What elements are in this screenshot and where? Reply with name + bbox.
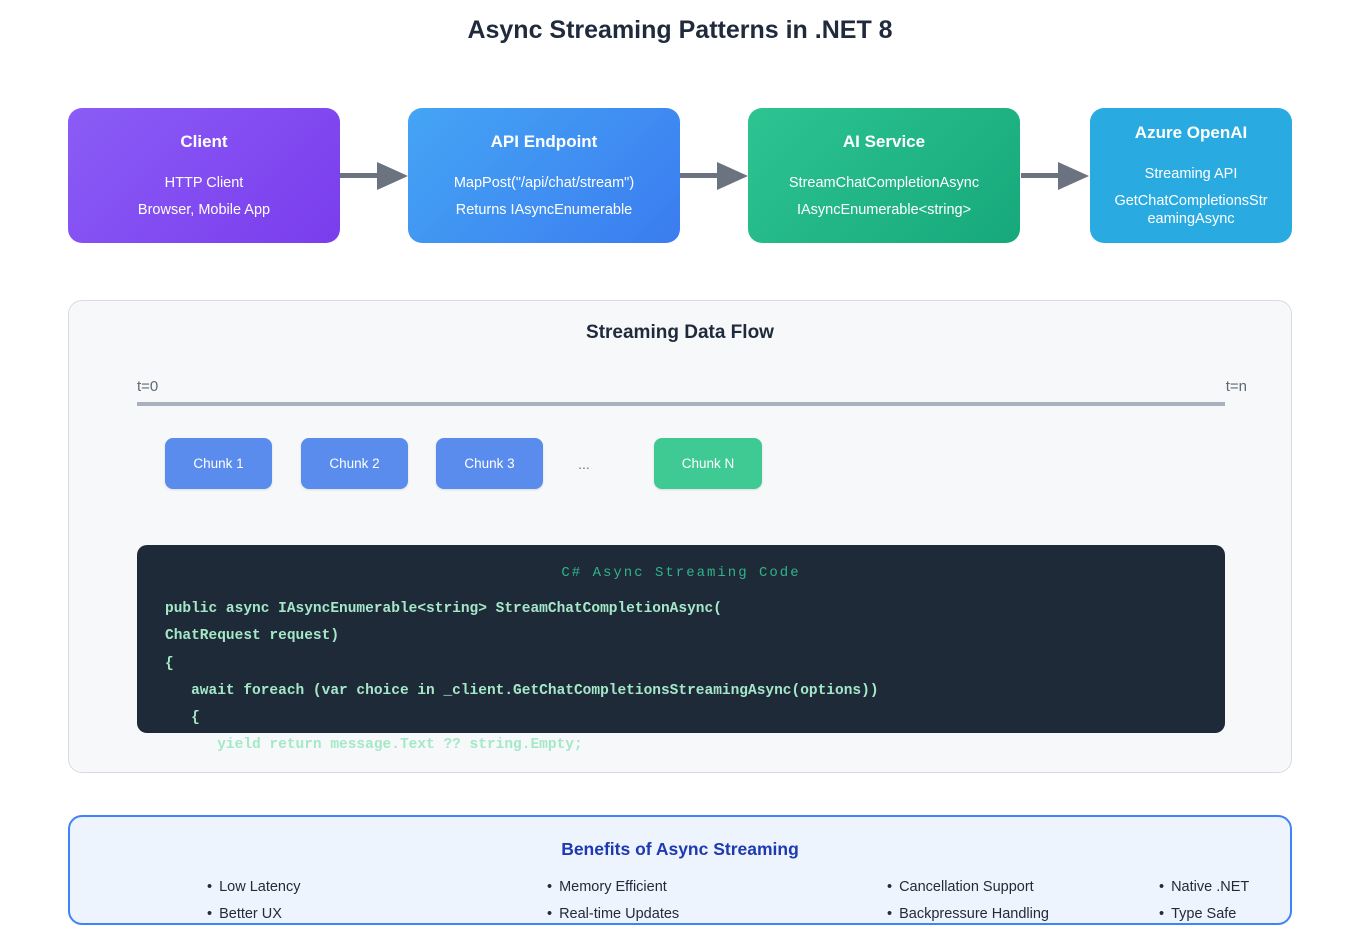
- bullet-icon: •: [887, 879, 892, 895]
- flow-box-title: AI Service: [843, 132, 925, 152]
- bullet-icon: •: [207, 906, 212, 922]
- code-line: {: [165, 651, 879, 678]
- flow-box-line: Returns IAsyncEnumerable: [456, 201, 633, 219]
- flow-box-line: StreamChatCompletionAsync: [789, 174, 979, 192]
- benefit-item: • Type Safe: [1159, 901, 1249, 928]
- arrow-head: [377, 162, 408, 190]
- benefit-label: Low Latency: [219, 879, 300, 895]
- benefit-label: Better UX: [219, 906, 282, 922]
- bullet-icon: •: [887, 906, 892, 922]
- benefits-column: • Cancellation Support • Backpressure Hand…: [887, 874, 1049, 928]
- chunk-3: Chunk 3: [436, 438, 543, 489]
- code-lines: public async IAsyncEnumerable<string> St…: [165, 596, 879, 760]
- chunk-label: Chunk 1: [193, 456, 243, 471]
- benefit-item: • Backpressure Handling: [887, 901, 1049, 928]
- chunk-2: Chunk 2: [301, 438, 408, 489]
- flow-box-line: Streaming API: [1145, 165, 1238, 183]
- flow-box-client: Client HTTP Client Browser, Mobile App: [68, 108, 340, 243]
- benefit-item: • Native .NET: [1159, 874, 1249, 901]
- page-title: Async Streaming Patterns in .NET 8: [0, 16, 1360, 45]
- flow-box-line: HTTP Client: [165, 174, 244, 192]
- bullet-icon: •: [547, 906, 552, 922]
- chunk-label: Chunk N: [682, 456, 735, 471]
- benefit-item: • Cancellation Support: [887, 874, 1049, 901]
- code-block-title: C# Async Streaming Code: [137, 565, 1225, 581]
- chunk-label: Chunk 3: [464, 456, 514, 471]
- chunk-1: Chunk 1: [165, 438, 272, 489]
- code-line: await foreach (var choice in _client.Get…: [165, 678, 879, 705]
- benefits-title: Benefits of Async Streaming: [70, 839, 1290, 860]
- flow-box-line: MapPost("/api/chat/stream"): [454, 174, 634, 192]
- flow-arrow-icon: [680, 160, 748, 192]
- bullet-icon: •: [1159, 906, 1164, 922]
- code-block: C# Async Streaming Code public async IAs…: [137, 545, 1225, 733]
- benefit-label: Memory Efficient: [559, 879, 667, 895]
- streaming-data-flow-panel: Streaming Data Flow t=0 t=n Chunk 1 Chun…: [68, 300, 1292, 773]
- code-line: yield return message.Text ?? string.Empt…: [165, 732, 879, 759]
- benefit-label: Real-time Updates: [559, 906, 679, 922]
- flow-box-title: Client: [180, 132, 227, 152]
- chunk-n: Chunk N: [654, 438, 762, 489]
- chunk-ellipsis: ...: [549, 438, 619, 489]
- benefit-item: • Memory Efficient: [547, 874, 679, 901]
- benefit-label: Backpressure Handling: [899, 906, 1049, 922]
- benefit-item: • Better UX: [207, 901, 301, 928]
- benefit-item: • Real-time Updates: [547, 901, 679, 928]
- code-line: ChatRequest request): [165, 623, 879, 650]
- bullet-icon: •: [547, 879, 552, 895]
- flow-arrow-icon: [1021, 160, 1089, 192]
- flow-box-ai-service: AI Service StreamChatCompletionAsync IAs…: [748, 108, 1020, 243]
- flow-box-line: GetChatCompletionsStreamingAsync: [1111, 192, 1271, 228]
- arrow-shaft: [340, 173, 380, 178]
- chunk-label: Chunk 2: [329, 456, 379, 471]
- flow-box-title: API Endpoint: [491, 132, 598, 152]
- benefit-item: • Low Latency: [207, 874, 301, 901]
- timeline-start-label: t=0: [137, 378, 158, 395]
- benefit-label: Type Safe: [1171, 906, 1236, 922]
- flow-box-line: Browser, Mobile App: [138, 201, 270, 219]
- arrow-shaft: [680, 173, 720, 178]
- benefit-label: Native .NET: [1171, 879, 1249, 895]
- arrow-head: [717, 162, 748, 190]
- flow-box-api-endpoint: API Endpoint MapPost("/api/chat/stream")…: [408, 108, 680, 243]
- flow-box-line: IAsyncEnumerable<string>: [797, 201, 971, 219]
- benefits-panel: Benefits of Async Streaming • Low Latency…: [68, 815, 1292, 925]
- code-line: public async IAsyncEnumerable<string> St…: [165, 596, 879, 623]
- benefits-column: • Memory Efficient • Real-time Updates: [547, 874, 679, 928]
- arrow-head: [1058, 162, 1089, 190]
- flow-box-title: Azure OpenAI: [1135, 123, 1247, 143]
- flow-box-azure-openai: Azure OpenAI Streaming API GetChatComple…: [1090, 108, 1292, 243]
- panel-title: Streaming Data Flow: [69, 322, 1291, 344]
- timeline-labels: t=0 t=n: [137, 378, 1247, 395]
- timeline-line: [137, 402, 1225, 406]
- benefit-label: Cancellation Support: [899, 879, 1034, 895]
- code-line: {: [165, 705, 879, 732]
- benefits-column: • Low Latency • Better UX: [207, 874, 301, 928]
- arrow-shaft: [1021, 173, 1061, 178]
- bullet-icon: •: [1159, 879, 1164, 895]
- flow-arrow-icon: [340, 160, 408, 192]
- benefits-column: • Native .NET • Type Safe: [1159, 874, 1249, 928]
- bullet-icon: •: [207, 879, 212, 895]
- timeline-end-label: t=n: [1226, 378, 1247, 395]
